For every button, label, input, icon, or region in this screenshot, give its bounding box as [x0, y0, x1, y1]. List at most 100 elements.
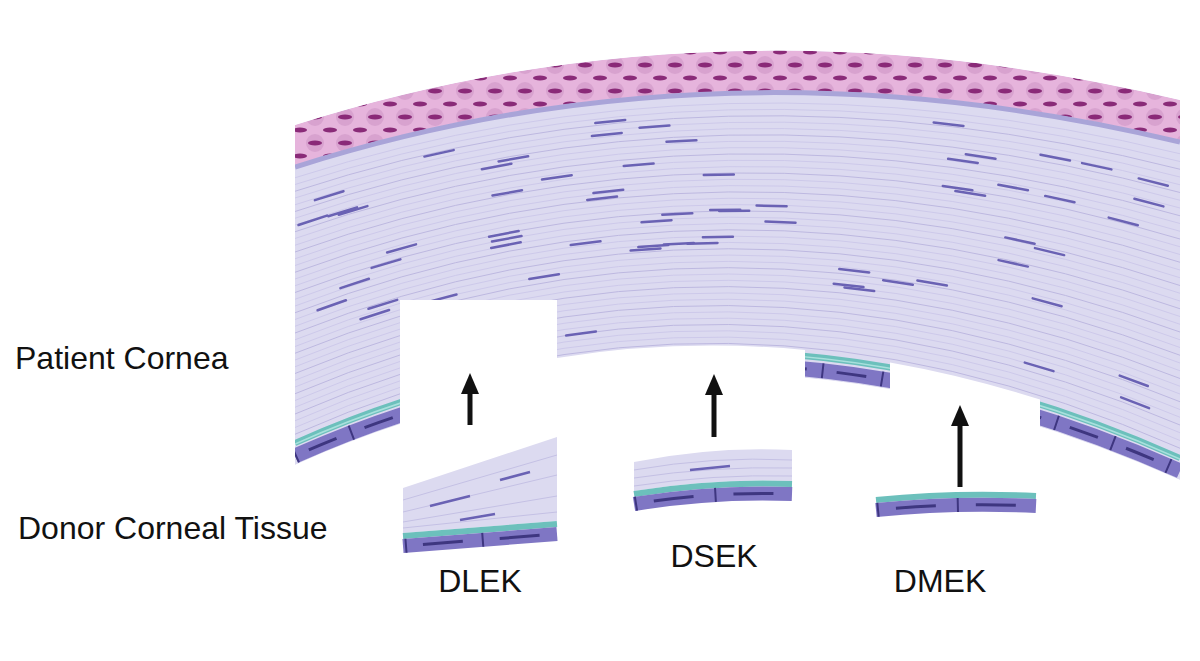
keratocyte [369, 300, 398, 309]
keratocyte [566, 332, 596, 336]
dmek-cutout [890, 347, 1040, 661]
bowman-layer [295, 93, 1180, 167]
keratocyte [1082, 163, 1111, 169]
part-label: Patient Cornea [15, 340, 228, 377]
procedure-label: DMEK [894, 563, 986, 600]
keratocyte [387, 244, 416, 252]
keratocyte [318, 300, 346, 310]
keratocyte [999, 260, 1028, 267]
stroma-fibre [295, 198, 1180, 279]
donor-endothelium [403, 534, 557, 546]
keratocyte [704, 173, 734, 176]
keratocyte [667, 140, 697, 142]
keratocyte [757, 204, 787, 207]
donor-fibres [403, 455, 557, 528]
keratocyte [917, 280, 947, 285]
keratocyte [845, 288, 875, 292]
keratocyte [1045, 196, 1074, 202]
dsek-cutout [557, 346, 805, 661]
keratocyte [766, 222, 796, 223]
part-label: Donor Corneal Tissue [18, 510, 327, 547]
procedure-label: DLEK [438, 563, 522, 600]
donor-endothelium-borders [403, 534, 557, 546]
keratocyte [1139, 178, 1168, 185]
keratocyte [482, 164, 512, 170]
keratocyte [1134, 199, 1163, 207]
arrow-head [951, 405, 969, 426]
keratocyte [571, 241, 601, 245]
epithelium [295, 51, 1180, 165]
keratocyte [489, 231, 518, 237]
keratocyte [834, 284, 864, 287]
donor-endothelium-borders [634, 493, 792, 504]
keratocyte [1025, 363, 1054, 372]
keratocyte [710, 208, 740, 211]
keratocyte [948, 159, 978, 163]
keratocyte [424, 150, 453, 157]
keratocyte [1041, 155, 1071, 161]
keratocyte [883, 280, 913, 285]
up-arrows [461, 373, 969, 487]
keratocyte [1033, 298, 1062, 306]
donor-endothelium [876, 505, 1036, 510]
arrow-shaft [712, 393, 717, 437]
donor-endothelium-nuclei [403, 534, 557, 546]
arrow-head [705, 374, 723, 395]
keratocyte [1035, 248, 1064, 255]
donor-endothelium-nuclei [876, 505, 1036, 510]
keratocyte [340, 279, 369, 288]
dsek-donor [634, 449, 792, 504]
keratocyte [587, 197, 617, 200]
keratocyte [839, 269, 869, 272]
dlek-donor [403, 437, 557, 546]
keratocyte [934, 123, 964, 126]
keratocyte [662, 213, 692, 214]
donor-keratocytes [690, 466, 730, 470]
keratocyte [1121, 397, 1149, 408]
arrow-head [461, 373, 479, 394]
keratocyte [372, 259, 401, 268]
keratocyte [998, 185, 1028, 190]
keratocyte [592, 133, 622, 136]
keratocyte [492, 236, 522, 242]
keratocyte [703, 236, 733, 239]
keratocyte [1120, 376, 1148, 386]
keratocyte [955, 191, 985, 196]
keratocyte [1005, 237, 1034, 243]
dlek-cutout [400, 300, 557, 661]
keratocyte [631, 248, 661, 250]
donor-keratocytes [430, 472, 530, 520]
donor-endothelium-borders [876, 505, 1036, 510]
keratocyte [624, 164, 654, 166]
keratocyte [529, 274, 559, 279]
keratocyte [1109, 218, 1138, 226]
stroma-fibre [295, 192, 1180, 272]
keratocyte [943, 186, 973, 190]
keratocyte [499, 156, 528, 161]
keratocyte [299, 216, 328, 225]
keratocyte [595, 120, 625, 123]
keratocyte [493, 190, 523, 195]
donor-stroma [403, 437, 557, 533]
keratocyte [315, 191, 344, 200]
arrow-shaft [958, 424, 963, 487]
keratocyte [688, 242, 718, 245]
keratocyte [593, 190, 623, 193]
stroma-fibre [295, 154, 1180, 232]
keratocyte [966, 154, 996, 158]
stroma-fibre [295, 147, 1180, 225]
keratocyte [328, 207, 357, 216]
keratocyte [640, 126, 670, 128]
stroma-fibre [295, 186, 1180, 266]
keratocyte [542, 175, 572, 179]
donor-endothelium-nuclei [634, 493, 792, 504]
procedure-label: DSEK [670, 538, 757, 575]
donor-endothelium [634, 493, 792, 504]
keratocyte [491, 242, 521, 248]
arrow-shaft [468, 392, 473, 425]
keratocyte [642, 220, 672, 222]
keratocyte [361, 310, 390, 319]
dmek-donor [876, 495, 1036, 510]
